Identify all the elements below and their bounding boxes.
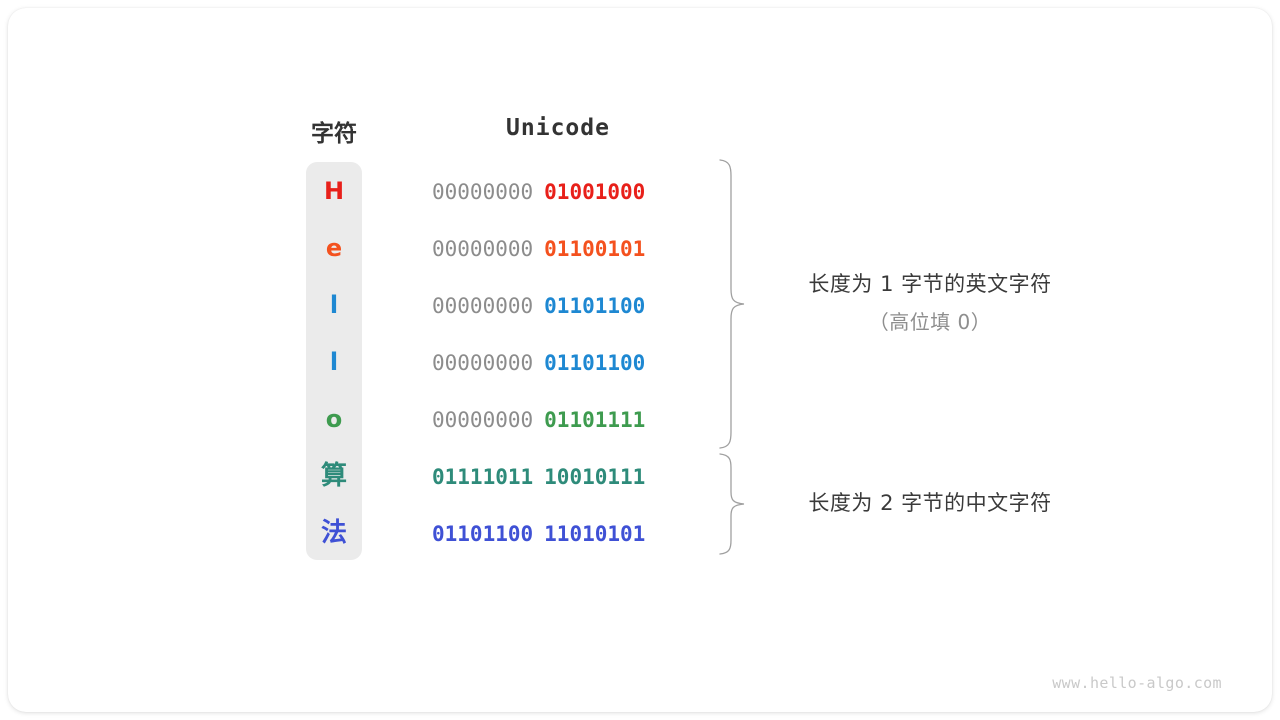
binary-row: 00000000 01101111 — [432, 406, 688, 434]
character-cell: H — [323, 177, 345, 205]
character-cell: 算 — [320, 461, 347, 491]
annotation-ascii-main: 长度为 1 字节的英文字符 — [808, 272, 1052, 296]
binary-low-byte: 01101100 — [544, 294, 646, 318]
binary-low-byte: 10010111 — [544, 465, 646, 489]
annotation-ascii: 长度为 1 字节的英文字符 （高位填 0） — [700, 268, 1160, 335]
binary-high-byte: 01111011 — [432, 465, 534, 489]
binary-low-byte: 01100101 — [544, 237, 646, 261]
binary-high-byte: 00000000 — [432, 180, 534, 204]
binary-low-byte: 11010101 — [544, 522, 646, 546]
character-cell: 法 — [320, 518, 347, 548]
annotation-ascii-sub: （高位填 0） — [868, 310, 992, 334]
brace-cjk-group — [719, 453, 745, 555]
annotation-cjk-main: 长度为 2 字节的中文字符 — [808, 491, 1052, 515]
character-column-background — [306, 162, 362, 560]
column-header-unicode: Unicode — [506, 115, 610, 141]
character-cell: e — [325, 234, 343, 262]
binary-row: 00000000 01101100 — [432, 292, 688, 320]
binary-high-byte: 00000000 — [432, 294, 534, 318]
character-cell: l — [329, 348, 339, 376]
binary-row: 00000000 01100101 — [432, 235, 688, 263]
watermark: www.hello-algo.com — [1052, 674, 1222, 692]
binary-high-byte: 00000000 — [432, 408, 534, 432]
binary-row: 01101100 11010101 — [432, 520, 688, 548]
annotation-cjk: 长度为 2 字节的中文字符 — [700, 487, 1160, 517]
binary-low-byte: 01001000 — [544, 180, 646, 204]
binary-high-byte: 00000000 — [432, 351, 534, 375]
binary-row: 00000000 01101100 — [432, 349, 688, 377]
character-cell: l — [329, 291, 339, 319]
figure-card — [8, 8, 1272, 712]
brace-ascii-group — [719, 159, 745, 449]
character-cell: o — [325, 405, 343, 433]
binary-high-byte: 00000000 — [432, 237, 534, 261]
binary-high-byte: 01101100 — [432, 522, 534, 546]
binary-row: 01111011 10010111 — [432, 463, 688, 491]
column-header-character: 字符 — [311, 121, 357, 147]
binary-row: 00000000 01001000 — [432, 178, 688, 206]
binary-low-byte: 01101111 — [544, 408, 646, 432]
binary-low-byte: 01101100 — [544, 351, 646, 375]
